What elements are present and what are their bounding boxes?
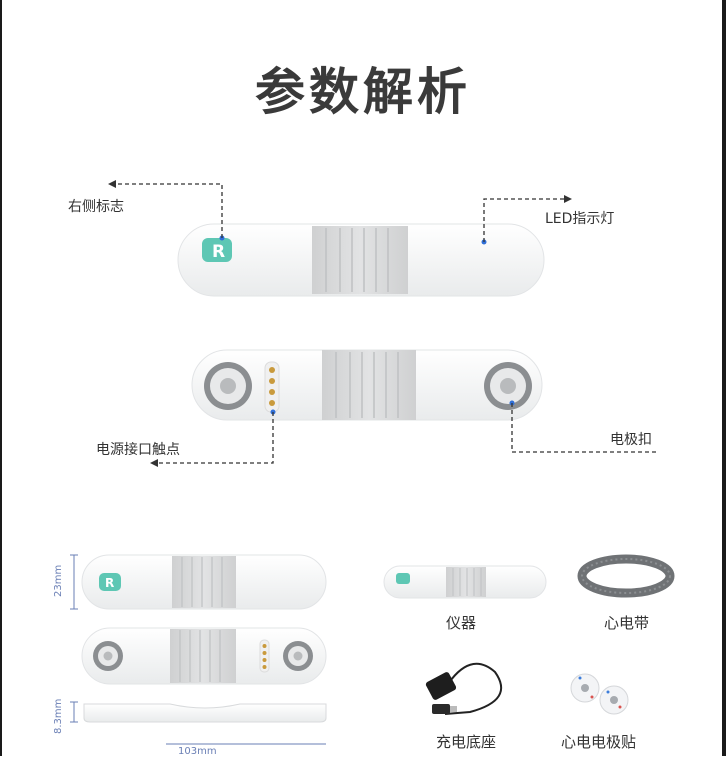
dimension-height: 23mm	[53, 564, 64, 597]
callout-contacts-line	[156, 412, 274, 464]
right-frame-edge	[722, 0, 726, 756]
dimension-thickness: 8.3mm	[53, 698, 64, 734]
accessory-charger-image	[425, 662, 503, 715]
callout-led: LED指示灯	[545, 211, 615, 227]
callout-power-contacts: 电源接口触点	[96, 442, 180, 458]
accessory-label-instrument: 仪器	[446, 614, 477, 632]
dimension-lines	[70, 554, 326, 745]
accessory-strap-image	[577, 554, 675, 598]
device-front: R	[177, 223, 545, 297]
accessory-instrument-image	[383, 565, 547, 599]
accessory-label-charger: 充电底座	[436, 733, 497, 751]
callout-electrode-line	[511, 403, 656, 453]
logo-badge	[202, 238, 232, 262]
callout-right-logo: 右侧标志	[68, 199, 124, 215]
accessory-pads-image	[570, 673, 629, 715]
logo-letter-icon: R	[212, 242, 225, 262]
dimension-length: 103mm	[178, 746, 217, 757]
left-frame-edge	[0, 0, 2, 756]
callout-logo-line	[114, 183, 223, 238]
dimension-back-view	[81, 627, 327, 685]
accessory-label-strap: 心电带	[604, 614, 650, 632]
device-back	[191, 349, 543, 421]
accessory-label-pads: 心电电极贴	[561, 733, 637, 751]
callout-led-line	[483, 198, 566, 242]
callout-electrode-button: 电极扣	[610, 432, 652, 448]
svg-text:R: R	[105, 576, 114, 590]
dimension-front-view: R	[81, 554, 327, 610]
page-title: 参数解析	[255, 63, 471, 121]
dimension-side-view	[83, 703, 327, 723]
